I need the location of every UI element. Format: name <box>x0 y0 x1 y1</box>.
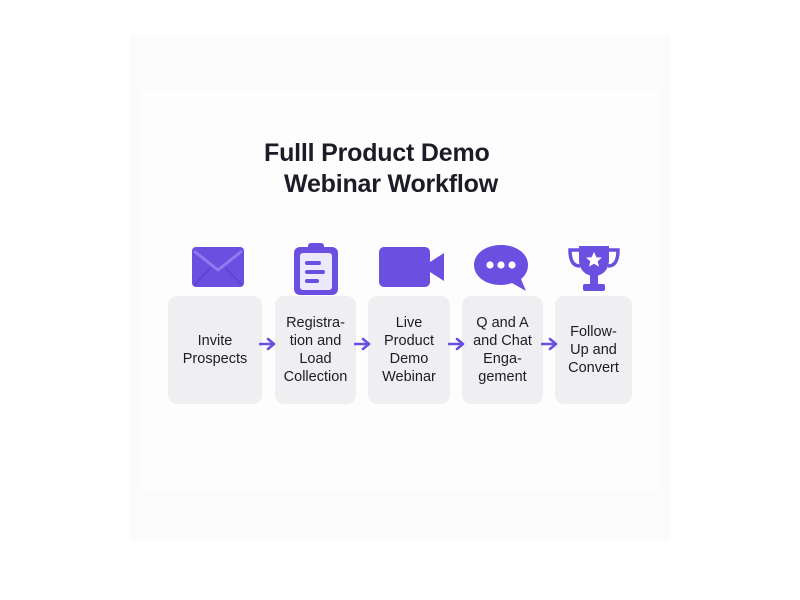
step-card-live-demo: Live Product Demo Webinar <box>368 296 450 404</box>
title-line-2: Webinar Workflow <box>284 170 498 198</box>
arrow-right-icon <box>354 337 371 351</box>
trophy-icon <box>568 246 620 291</box>
step-card-qa-chat: Q and A and Chat Enga- gement <box>462 296 543 404</box>
step-label: Follow- Up and Convert <box>568 324 619 376</box>
chat-bubble-icon <box>474 245 528 291</box>
arrow-right-icon <box>541 337 558 351</box>
diagram-title: Fulll Product Demo Webinar Workflow <box>240 138 560 200</box>
diagram-background <box>130 35 670 540</box>
step-card-registration: Registra- tion and Load Collection <box>275 296 356 404</box>
arrow-right-icon <box>448 337 465 351</box>
step-card-invite: Invite Prospects <box>168 296 262 404</box>
clipboard-icon <box>294 243 338 295</box>
video-camera-icon <box>379 247 444 287</box>
step-label: Q and A and Chat Enga- gement <box>473 315 532 385</box>
step-label: Registra- tion and Load Collection <box>283 315 348 385</box>
arrow-right-icon <box>259 337 276 351</box>
title-line-1: Fulll Product Demo <box>264 139 490 167</box>
step-card-follow-up: Follow- Up and Convert <box>555 296 632 404</box>
step-label: Live Product Demo Webinar <box>382 315 436 385</box>
step-label: Invite Prospects <box>182 333 248 367</box>
diagram-panel <box>140 90 660 490</box>
envelope-icon <box>192 247 244 287</box>
